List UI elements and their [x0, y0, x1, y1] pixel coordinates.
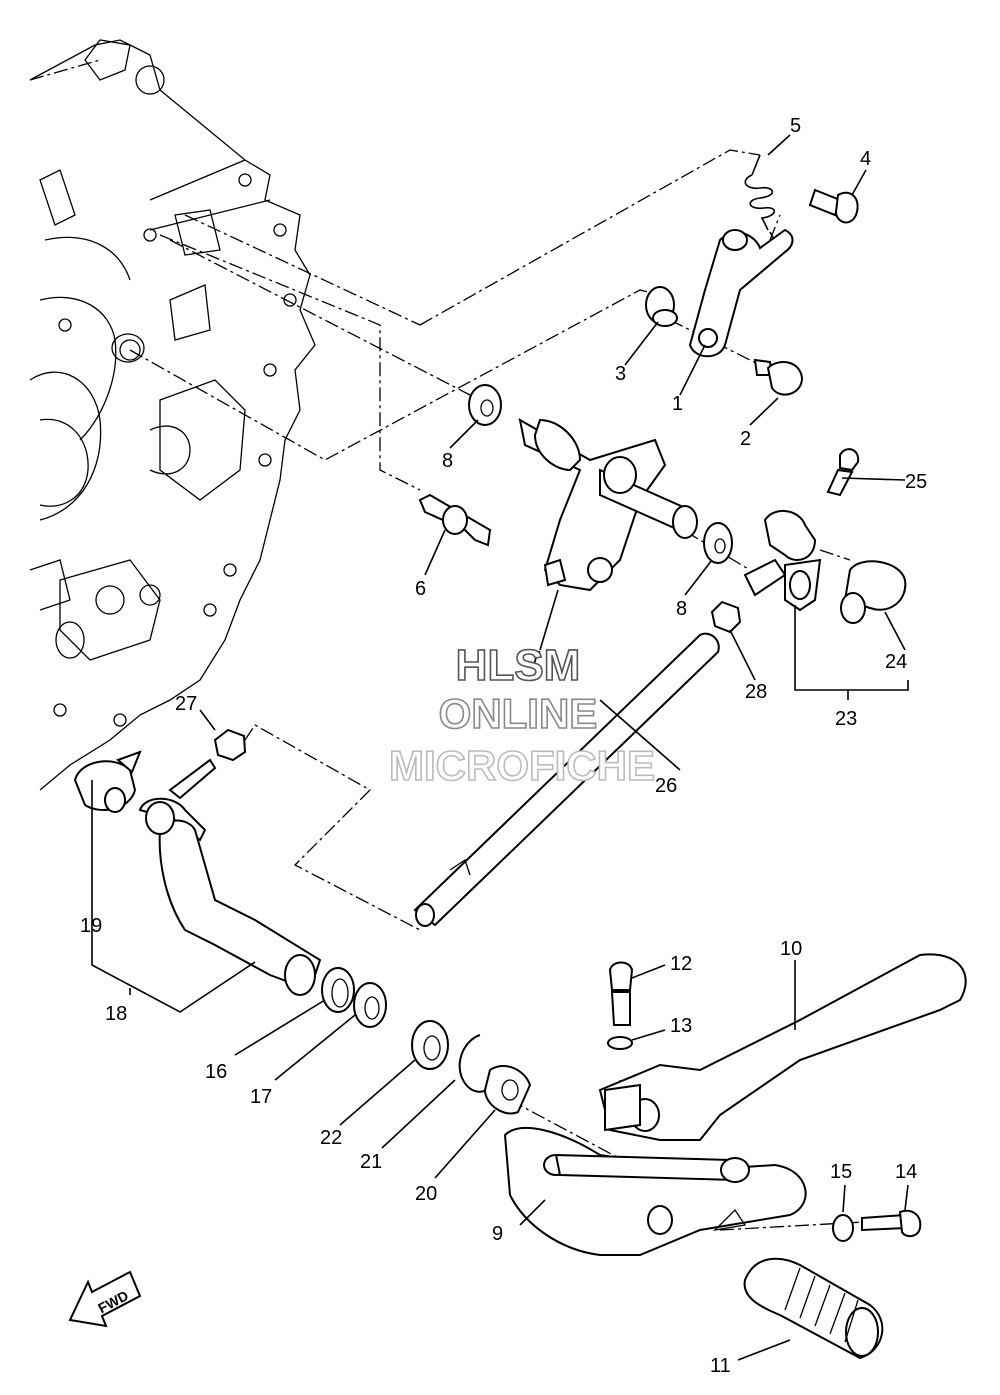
watermark-line-3: MICROFICHE	[389, 742, 655, 789]
callout-6: 6	[415, 578, 426, 600]
fwd-direction-badge: FWD	[68, 1270, 142, 1328]
callout-5: 5	[790, 115, 801, 137]
callout-19: 19	[80, 915, 102, 937]
callout-10: 10	[780, 938, 802, 960]
part-26-shift-rod[interactable]	[413, 632, 720, 927]
callout-7: 7	[530, 648, 541, 670]
callout-18: 18	[105, 1003, 127, 1025]
callout-24: 24	[885, 651, 907, 673]
callout-21: 21	[360, 1151, 382, 1173]
watermark-line-1: HLSM	[456, 641, 581, 690]
callout-9: 9	[492, 1223, 503, 1245]
part-25-bolt[interactable]	[826, 448, 860, 497]
callout-14: 14	[895, 1161, 917, 1183]
crankcase-outline	[29, 39, 316, 791]
part-28-nut[interactable]	[710, 600, 742, 634]
callout-leader-lines	[91, 134, 909, 1361]
callout-28: 28	[745, 681, 767, 703]
callout-8a: 8	[442, 450, 453, 472]
part-22-bushing[interactable]	[411, 1020, 449, 1070]
callout-25: 25	[905, 471, 927, 493]
callout-13: 13	[670, 1015, 692, 1037]
part-15-washer[interactable]	[832, 1214, 854, 1242]
part-8-washer-upper[interactable]	[468, 384, 502, 426]
callout-8b: 8	[676, 598, 687, 620]
part-14-bolt[interactable]	[861, 1209, 922, 1238]
callout-12: 12	[670, 953, 692, 975]
part-23-rod-end-assembly[interactable]	[743, 510, 822, 612]
part-3-collar[interactable]	[645, 286, 678, 327]
callout-23: 23	[835, 708, 857, 730]
part-1-shift-arm[interactable]	[688, 228, 794, 358]
part-19-ball-joint[interactable]	[73, 750, 142, 813]
watermark-line-2: ONLINE	[439, 690, 598, 737]
part-12-bolt[interactable]	[608, 961, 634, 1026]
part-2-bolt[interactable]	[753, 358, 804, 396]
callout-labels: 1 2 3 4 5 6 7 8 8 9 10 11 12 13 14 15 16…	[80, 115, 927, 1377]
part-24-ball-joint[interactable]	[840, 560, 907, 624]
part-7-shift-shaft[interactable]	[518, 418, 698, 592]
callout-3: 3	[615, 363, 626, 385]
part-16-circlip[interactable]	[321, 967, 355, 1013]
part-13-washer[interactable]	[607, 1036, 633, 1050]
part-10-shift-pedal[interactable]	[598, 953, 967, 1141]
callout-27: 27	[175, 693, 197, 715]
callout-22: 22	[320, 1127, 342, 1149]
watermark: HLSM ONLINE MICROFICHE	[388, 640, 656, 790]
part-6-stud[interactable]	[418, 493, 492, 547]
part-9-heel-pedal[interactable]	[503, 1127, 807, 1256]
part-20-collar[interactable]	[483, 1065, 532, 1115]
callout-2: 2	[740, 428, 751, 450]
callout-15: 15	[830, 1161, 852, 1183]
callout-11: 11	[710, 1355, 731, 1377]
callout-1: 1	[672, 393, 683, 415]
part-18-shift-lever-arm[interactable]	[138, 758, 322, 996]
callout-20: 20	[415, 1183, 437, 1205]
part-11-pedal-rubber[interactable]	[743, 1257, 884, 1360]
part-4-pin[interactable]	[808, 188, 859, 224]
callout-16: 16	[205, 1061, 227, 1083]
part-27-nut[interactable]	[213, 728, 247, 762]
callout-17: 17	[250, 1086, 272, 1108]
part-8-washer-lower[interactable]	[703, 522, 733, 564]
callout-4: 4	[860, 148, 871, 170]
part-17-washer[interactable]	[353, 982, 387, 1028]
callout-26: 26	[655, 775, 677, 797]
